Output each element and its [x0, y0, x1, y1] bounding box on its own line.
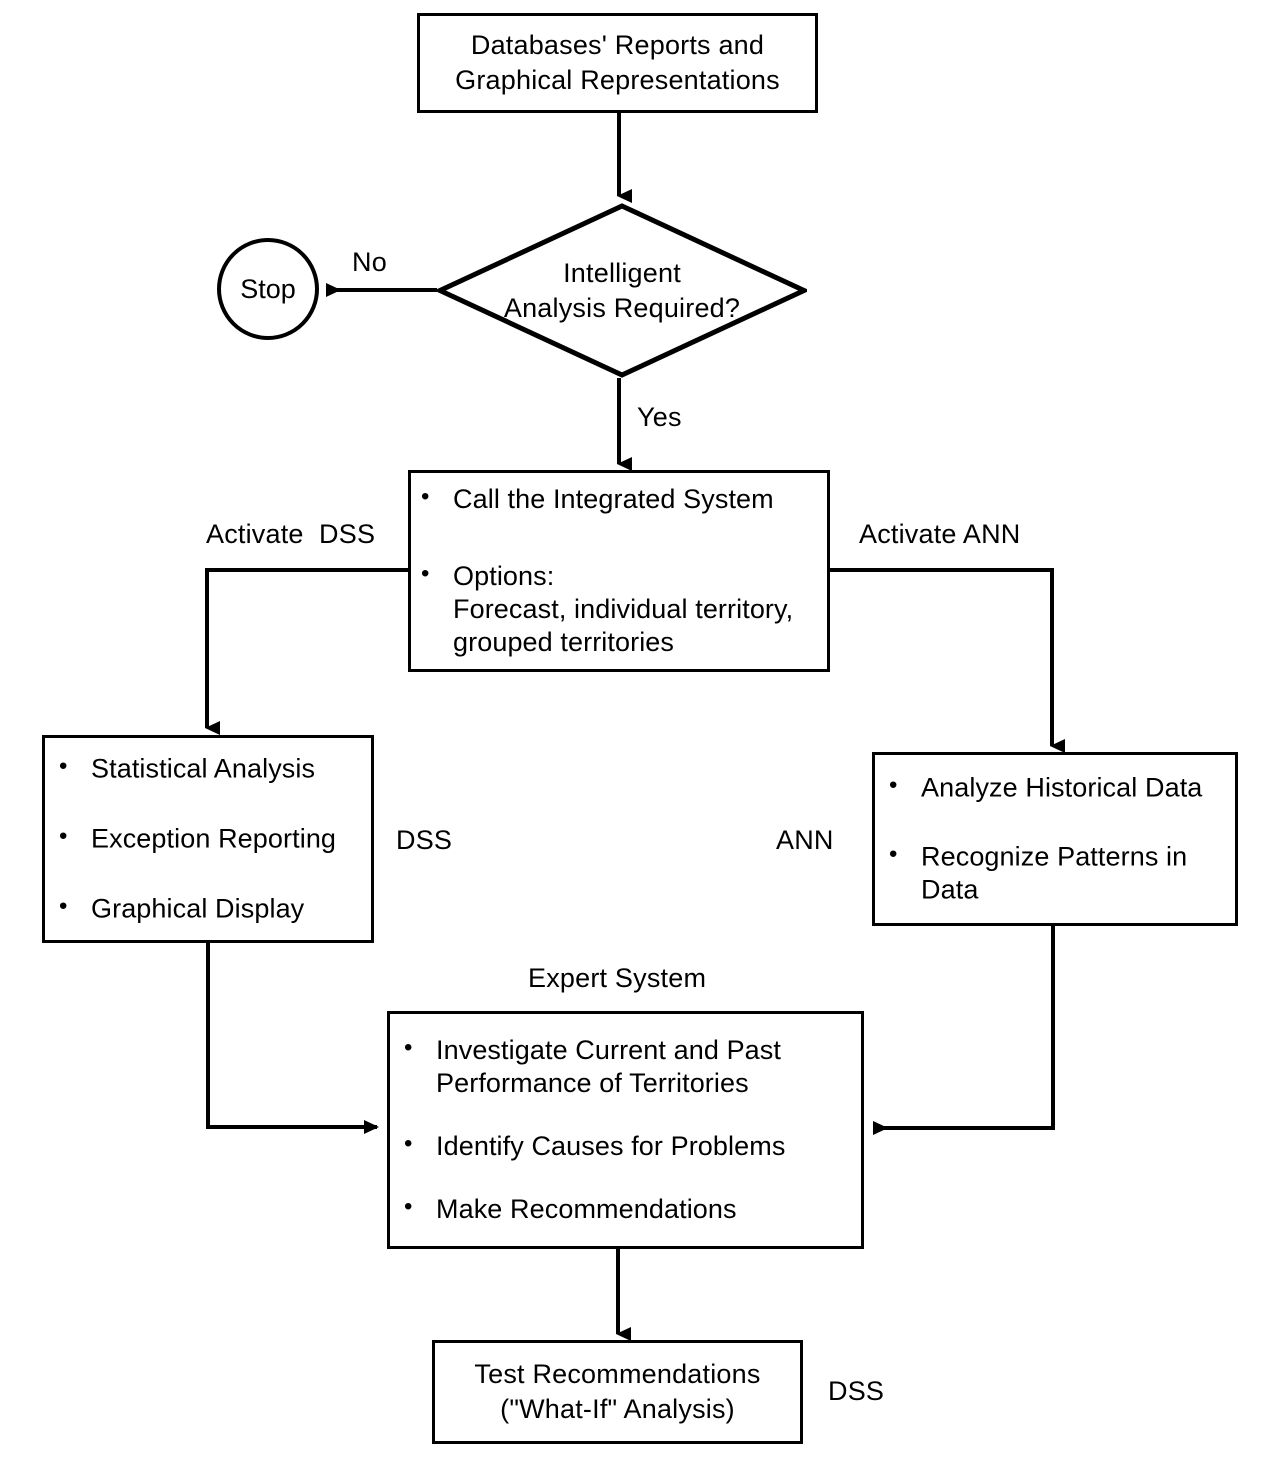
dss-bullet-1: Statistical Analysis [51, 752, 365, 786]
expert-bullet-2: Identify Causes for Problems [396, 1129, 855, 1163]
source-line-1: Databases' Reports and [470, 29, 765, 60]
node-ann-capabilities[interactable]: Analyze Historical Data Recognize Patter… [872, 752, 1238, 926]
edge-dss-to-expert [206, 943, 379, 1134]
decision-line-1: Intelligent [563, 257, 681, 288]
dss-bullet-1-line-1: Statistical Analysis [91, 753, 316, 784]
ann-bullet-2-line-1: Recognize Patterns in [921, 841, 1188, 872]
test-box-side-label: DSS [828, 1376, 885, 1406]
test-line-1: Test Recommendations [474, 1358, 761, 1389]
expert-bullet-1: Investigate Current and Past Performance… [396, 1033, 855, 1100]
dss-bullet-list: Statistical Analysis Exception Reporting… [51, 752, 365, 926]
source-line-2: Graphical Representations [455, 65, 780, 95]
node-stop[interactable]: Stop [217, 238, 319, 340]
expert-bullet-3-line-1: Make Recommendations [436, 1193, 737, 1224]
edge-integrated-to-ann [830, 568, 1065, 753]
expert-bullet-3: Make Recommendations [396, 1192, 855, 1226]
expert-bullet-1-line-1: Investigate Current and Past [436, 1035, 781, 1066]
node-decision-intelligent-analysis[interactable]: Intelligent Analysis Required? [437, 203, 807, 378]
edge-integrated-to-dss [205, 568, 408, 735]
node-expert-system[interactable]: Investigate Current and Past Performance… [387, 1011, 864, 1249]
node-test-recommendations[interactable]: Test Recommendations ("What-If" Analysis… [432, 1340, 803, 1444]
edge-label-no: No [352, 247, 387, 277]
expert-system-caption: Expert System [528, 963, 707, 993]
ann-bullet-2: Recognize Patterns in Data [881, 840, 1229, 907]
ann-bullet-1-line-1: Analyze Historical Data [921, 772, 1203, 803]
dss-bullet-3: Graphical Display [51, 891, 365, 925]
dss-bullet-3-line-1: Graphical Display [91, 893, 305, 924]
integrated-bullet-2-line-3: grouped territories [453, 626, 675, 657]
ann-box-side-label: ANN [776, 825, 834, 855]
integrated-bullet-2: Options: Forecast, individual territory,… [413, 559, 821, 659]
dss-box-side-label: DSS [396, 825, 453, 855]
node-dss-capabilities[interactable]: Statistical Analysis Exception Reporting… [42, 735, 374, 943]
integrated-bullet-1-line-1: Call the Integrated System [453, 484, 774, 515]
integrated-bullet-2-line-1: Options: [453, 561, 555, 592]
dss-bullet-2-line-1: Exception Reporting [91, 823, 337, 854]
integrated-bullet-1: Call the Integrated System [413, 482, 821, 516]
diamond-shape [437, 203, 807, 378]
node-source-databases[interactable]: Databases' Reports and Graphical Represe… [417, 13, 818, 113]
expert-bullet-2-line-1: Identify Causes for Problems [436, 1131, 786, 1161]
ann-bullet-list: Analyze Historical Data Recognize Patter… [881, 771, 1229, 907]
edge-label-yes: Yes [637, 402, 682, 432]
integrated-bullet-list: Call the Integrated System Options: Fore… [413, 482, 821, 659]
dss-bullet-2: Exception Reporting [51, 822, 365, 856]
integrated-bullet-2-line-2: Forecast, individual territory, [453, 594, 794, 624]
node-integrated-system[interactable]: Call the Integrated System Options: Fore… [408, 470, 830, 672]
ann-bullet-2-line-2: Data [921, 874, 979, 905]
expert-bullet-1-line-2: Performance of Territories [436, 1068, 749, 1099]
stop-label: Stop [240, 273, 296, 304]
decision-label: Intelligent Analysis Required? [437, 255, 807, 325]
expert-bullet-list: Investigate Current and Past Performance… [396, 1033, 855, 1226]
edge-label-activate-ann: Activate ANN [859, 519, 1021, 549]
ann-bullet-1: Analyze Historical Data [881, 771, 1229, 805]
test-line-2: ("What-If" Analysis) [500, 1394, 735, 1424]
decision-line-2: Analysis Required? [503, 292, 741, 323]
edge-ann-to-expert [873, 926, 1055, 1135]
edge-label-activate-dss: Activate DSS [206, 519, 376, 549]
